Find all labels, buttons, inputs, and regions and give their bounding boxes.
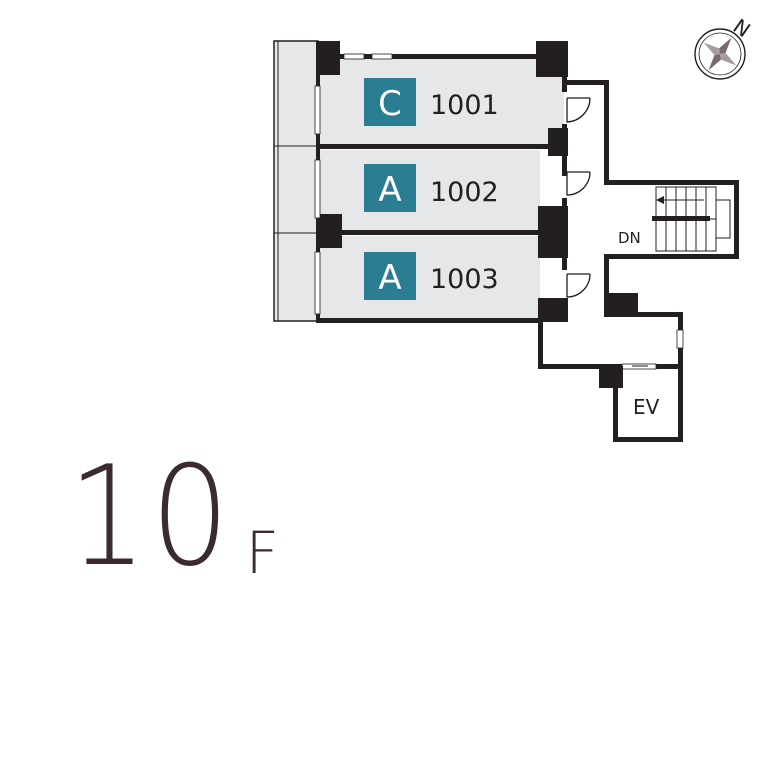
unit-number: 1001 (430, 90, 499, 121)
unit-type-badge (364, 164, 416, 212)
stairs-label: DN (618, 229, 641, 247)
unit-1001[interactable]: C 1001 (364, 78, 499, 126)
left-windows (314, 85, 321, 315)
floor-label: 10 F (68, 448, 279, 586)
unit-1002-room (318, 150, 540, 232)
unit-1001-room (318, 58, 564, 146)
floor-number: 10 (68, 436, 234, 597)
corridor-walls (538, 80, 739, 369)
north-compass-icon: N (694, 14, 755, 80)
unit-type-letter: A (378, 170, 401, 210)
unit-1003-room (318, 236, 540, 318)
unit-rooms (318, 58, 564, 318)
unit-number: 1003 (430, 264, 499, 295)
top-windows (343, 53, 393, 60)
unit-type-letter: A (378, 258, 401, 298)
stairwell: DN (618, 186, 731, 252)
unit-type-badge (364, 78, 416, 126)
unit-type-badge (364, 252, 416, 300)
elevator-label: EV (633, 395, 660, 419)
unit-1002[interactable]: A 1002 (364, 164, 499, 212)
unit-number: 1002 (430, 177, 499, 208)
corridor-openings (621, 329, 684, 370)
floor-suffix: F (245, 519, 279, 587)
balcony (273, 40, 319, 322)
unit-1003[interactable]: A 1003 (364, 252, 499, 300)
unit-type-letter: C (378, 84, 402, 124)
unit-doors (566, 97, 591, 298)
elevator: EV (599, 366, 683, 442)
